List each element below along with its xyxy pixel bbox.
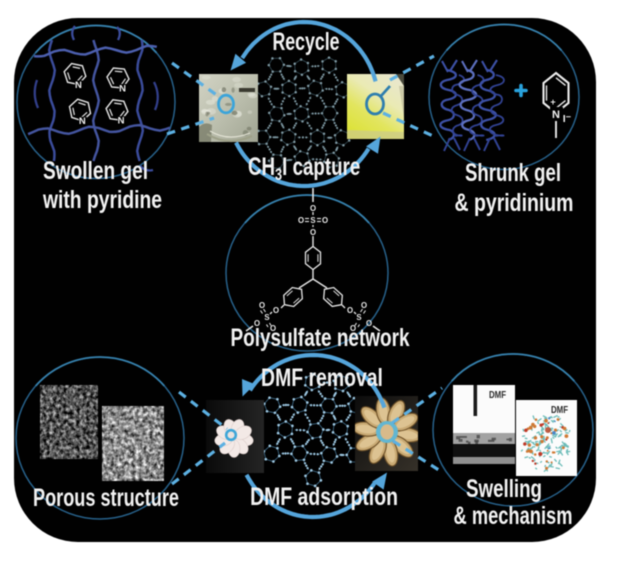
- svg-text:Recycle: Recycle: [272, 27, 339, 56]
- svg-text:DMF adsorption: DMF adsorption: [250, 483, 398, 511]
- svg-text:N: N: [79, 116, 86, 127]
- svg-text:CH3I capture: CH3I capture: [248, 152, 360, 184]
- svg-text:O: O: [298, 216, 304, 225]
- svg-text:O: O: [310, 228, 316, 237]
- svg-text:O: O: [322, 216, 328, 225]
- svg-text:O: O: [273, 306, 279, 315]
- svg-text:O: O: [310, 204, 316, 213]
- svg-text:O: O: [350, 324, 356, 333]
- svg-text:& mechanism: & mechanism: [454, 501, 573, 530]
- svg-text:O: O: [270, 324, 276, 333]
- svg-text:N: N: [75, 80, 82, 91]
- svg-text:+: +: [550, 97, 555, 107]
- svg-text:O: O: [366, 319, 372, 328]
- svg-text:N: N: [552, 109, 560, 121]
- svg-text:S: S: [310, 216, 315, 225]
- svg-text:O: O: [254, 319, 260, 328]
- svg-text:DMF: DMF: [551, 404, 568, 415]
- svg-text:N: N: [118, 116, 125, 127]
- svg-text:Swollen gel: Swollen gel: [43, 157, 148, 185]
- svg-text:O: O: [347, 306, 353, 315]
- svg-text:Shrunk gel: Shrunk gel: [465, 158, 561, 186]
- svg-text:O: O: [361, 301, 367, 310]
- svg-text:S: S: [356, 313, 361, 322]
- svg-text:& pyridinium: & pyridinium: [455, 189, 574, 217]
- svg-text:Porous structure: Porous structure: [33, 483, 179, 512]
- svg-text:Swelling: Swelling: [466, 474, 542, 502]
- svg-text:DMF removal: DMF removal: [261, 364, 383, 392]
- svg-text:DMF: DMF: [489, 389, 506, 400]
- svg-text:S: S: [264, 313, 269, 322]
- svg-text:N: N: [119, 83, 126, 94]
- svg-text:O: O: [259, 301, 265, 310]
- svg-text:Polysulfate network: Polysulfate network: [231, 323, 411, 351]
- svg-text:I⁻: I⁻: [563, 113, 572, 125]
- svg-text:with pyridine: with pyridine: [42, 186, 162, 214]
